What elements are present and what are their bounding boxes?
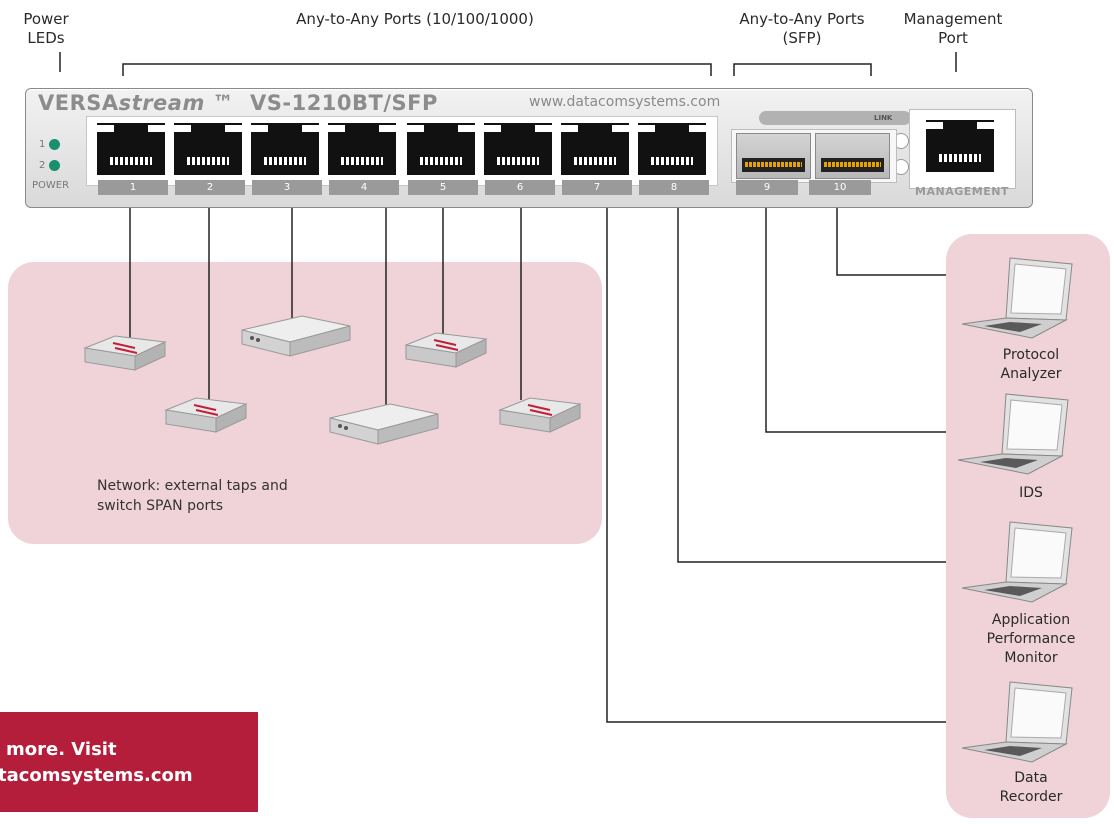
rj45-port-2[interactable] xyxy=(174,123,242,175)
management-port-frame xyxy=(909,109,1016,189)
copper-ports-label: Any-to-Any Ports (10/100/1000) xyxy=(296,10,534,28)
led-1-label: 1 xyxy=(39,139,46,150)
laptop-icon xyxy=(957,393,1069,475)
power-led-2 xyxy=(49,160,60,171)
switch-icon xyxy=(83,335,167,371)
banner-line-1: more. Visit xyxy=(6,739,117,760)
rj45-port-4[interactable] xyxy=(328,123,396,175)
network-note: Network: external taps and switch SPAN p… xyxy=(97,478,288,514)
port-number-7: 7 xyxy=(562,180,632,195)
network-zone xyxy=(8,262,602,544)
tool-label-ids: IDS xyxy=(1019,485,1043,501)
device-model: VS-1210BT/SFP xyxy=(249,91,438,115)
switch-icon xyxy=(404,332,488,368)
rj45-port-8[interactable] xyxy=(638,123,706,175)
banner-line-2: tacomsystems.com xyxy=(0,765,193,786)
port-number-5: 5 xyxy=(408,180,478,195)
management-label: MANAGEMENT xyxy=(915,185,1009,198)
copper-port-bank xyxy=(86,116,718,186)
power-led-1 xyxy=(49,139,60,150)
link-label-1: LINK xyxy=(874,114,893,122)
switch-icon xyxy=(164,397,248,433)
led-2-label: 2 xyxy=(39,160,46,171)
management-rj45-port[interactable] xyxy=(926,120,994,172)
device-url: www.datacomsystems.com xyxy=(529,94,721,110)
switch-icon xyxy=(498,397,582,433)
tool-label-apm: Application Performance Monitor xyxy=(986,612,1076,666)
tool-label-data-recorder: Data Recorder xyxy=(999,770,1063,805)
rj45-port-1[interactable] xyxy=(97,123,165,175)
port-number-1: 1 xyxy=(98,180,168,195)
power-label: POWER xyxy=(32,180,70,191)
port-number-9: 9 xyxy=(736,180,798,195)
management-port-label: Management Port xyxy=(903,10,1003,47)
port-number-10: 10 xyxy=(809,180,871,195)
rj45-port-7[interactable] xyxy=(561,123,629,175)
rj45-port-5[interactable] xyxy=(407,123,475,175)
laptop-icon xyxy=(961,681,1073,763)
rj45-port-6[interactable] xyxy=(484,123,552,175)
sfp-port-10[interactable] xyxy=(815,133,890,179)
laptop-icon xyxy=(961,257,1073,339)
sfp-ports-label: Any-to-Any Ports (SFP) xyxy=(739,10,865,47)
sfp-port-9[interactable] xyxy=(736,133,811,179)
device-brand: VERSAstream ™ VS-1210BT/SFP xyxy=(38,91,438,115)
port-number-2: 2 xyxy=(175,180,245,195)
tap-device-icon xyxy=(241,315,351,357)
rj45-port-3[interactable] xyxy=(251,123,319,175)
laptop-icon xyxy=(961,521,1073,603)
sfp-port-bank xyxy=(731,129,897,183)
tap-device-icon xyxy=(329,403,439,445)
port-number-6: 6 xyxy=(485,180,555,195)
link-indicator-bar xyxy=(759,111,911,125)
tool-label-protocol-analyzer: Protocol Analyzer xyxy=(1000,347,1062,382)
port-number-8: 8 xyxy=(639,180,709,195)
port-number-4: 4 xyxy=(329,180,399,195)
promo-banner[interactable]: more. Visit tacomsystems.com xyxy=(0,712,258,812)
versastream-device: VERSAstream ™ VS-1210BT/SFP www.datacoms… xyxy=(25,88,1033,208)
port-number-3: 3 xyxy=(252,180,322,195)
power-leds-label: Power LEDs xyxy=(23,10,69,47)
